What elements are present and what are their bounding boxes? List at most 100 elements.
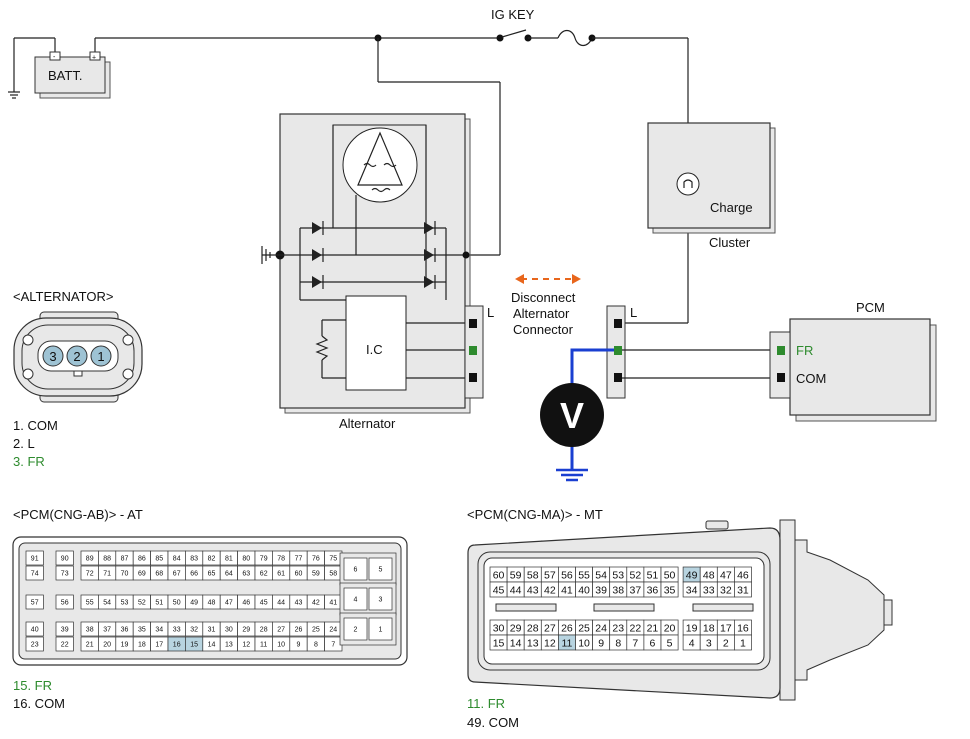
pcm-ma-pin-13-label: 13 (527, 637, 539, 649)
pcm-ab-pin-82: 82 (202, 550, 221, 566)
pcm-ab-pin-3-label: 3 (379, 597, 383, 604)
pcm-ma-pin-7-label: 7 (632, 637, 638, 649)
pcm-ab-pin-81-label: 81 (225, 556, 233, 563)
pcm-ma-pin-21-label: 21 (647, 622, 659, 634)
pcm-ab-pin-44: 44 (272, 594, 291, 610)
pcm-ma-pin-31-label: 31 (737, 584, 749, 596)
battery-plus: + (92, 55, 96, 62)
pcm-ab-pin-89: 89 (80, 550, 99, 566)
pcm-ab-pin-36-label: 36 (121, 627, 129, 634)
pcm-ab-pin-25-label: 25 (312, 627, 320, 634)
pcm-ab-pin-21-label: 21 (86, 642, 94, 649)
pcm-ab-pin-7: 7 (324, 636, 343, 652)
pcm-ab-pin-54-label: 54 (103, 600, 111, 607)
pcm-ma-pin-36-label: 36 (647, 584, 659, 596)
pcm-ma-pin-43: 43 (523, 581, 542, 598)
pcm-ma-pin-25-label: 25 (578, 622, 590, 634)
pcm-ab-pin-78-label: 78 (277, 556, 285, 563)
pcm-ab-pin-71: 71 (98, 565, 117, 581)
pcm-ab-pin-62: 62 (254, 565, 273, 581)
voltmeter: V (540, 348, 614, 482)
pcm-ab-pin-47-label: 47 (225, 600, 233, 607)
pcm-ma-pin-32: 32 (716, 581, 735, 598)
pcm-ab-pin-13: 13 (219, 636, 238, 652)
pcm-ab-pin-76: 76 (306, 550, 325, 566)
pcm-ma-pin-33-label: 33 (703, 584, 715, 596)
pcm-ab-pin-17-label: 17 (155, 642, 163, 649)
pcm-ab-pin-65-label: 65 (208, 571, 216, 578)
pcm-ma-pin-54-label: 54 (595, 569, 607, 581)
pcm-ab-pin-10-label: 10 (277, 642, 285, 649)
pcm-ma-pin-11: 11 (558, 634, 576, 651)
pcm-ab-pin-67: 67 (167, 565, 186, 581)
pcm-ab-pin-8-label: 8 (314, 642, 318, 649)
pcm-ab-pin-52: 52 (132, 594, 151, 610)
pcm-ab-pin-11-label: 11 (260, 642, 267, 649)
pcm-ma-pin-49-label: 49 (686, 569, 698, 581)
pcm-ab-pin-89-label: 89 (86, 556, 94, 563)
pcm-ab-pin-88-label: 88 (103, 556, 111, 563)
pcm-ab-pin-10: 10 (272, 636, 291, 652)
pcm-ab-pin-38: 38 (80, 621, 99, 637)
pcm-ab-pin-67-label: 67 (173, 571, 181, 578)
pcm-ab-pin-80-label: 80 (242, 556, 250, 563)
pcm-ab-pin-69-label: 69 (138, 571, 146, 578)
cluster-label: Cluster (709, 235, 751, 250)
pcm-ab-pin-49: 49 (185, 594, 204, 610)
pcm-ma-pin-35: 35 (660, 581, 679, 598)
pcm-ma-pin-13: 13 (523, 634, 542, 651)
pcm-ab-pin-44-label: 44 (277, 600, 285, 607)
pcm-ab-pin-46: 46 (237, 594, 256, 610)
pcm-ma-pin-18-label: 18 (703, 622, 715, 634)
pcm-ab-pin-41-label: 41 (329, 600, 337, 607)
pcm-ab-title: <PCM(CNG-AB)> - AT (13, 507, 143, 522)
pcm-ab-pin-45-label: 45 (260, 600, 268, 607)
pcm-ma-pin-1: 1 (734, 634, 752, 651)
battery-minus: - (53, 54, 56, 61)
pcm-ma-pin-56-label: 56 (561, 569, 573, 581)
pcm-ab-pin-85-label: 85 (155, 556, 163, 563)
pcm-ma-pin-11-label: 11 (561, 637, 572, 649)
pcm-ab-pin-2: 2 (343, 617, 368, 641)
pcm-ma-pin-47: 47 (716, 566, 735, 583)
pcm-ab-pin-66-label: 66 (190, 571, 198, 578)
pcm-ma-pin-57-label: 57 (544, 569, 556, 581)
alt-legend-2: 2. L (13, 436, 35, 451)
pcm-ma-pin-10-label: 10 (578, 637, 590, 649)
pcm-ma-pin-38-label: 38 (612, 584, 624, 596)
pcm-ab-pin-31: 31 (202, 621, 221, 637)
pcm-ab-pin-16-label: 16 (173, 642, 181, 649)
pcm-ab-pin-73-label: 73 (61, 571, 69, 578)
pcm-ab-pin-33: 33 (167, 621, 186, 637)
alternator-connector-face: 3 2 1 (13, 311, 143, 403)
pcm-ma-pin-33: 33 (699, 581, 718, 598)
pcm-ma-pin-23: 23 (609, 619, 628, 636)
pcm-ma-pin-25: 25 (575, 619, 593, 636)
pcm-ab-pin-30: 30 (219, 621, 238, 637)
pcm-ab-pin-25: 25 (306, 621, 325, 637)
battery-label: BATT. (48, 68, 82, 83)
pcm-ab-pin-43: 43 (289, 594, 308, 610)
disconnect-line-1: Disconnect (511, 290, 576, 305)
pcm-ab-pin-55: 55 (80, 594, 99, 610)
pcm-ma-pin-42-label: 42 (544, 584, 556, 596)
alt-legend-1: 1. COM (13, 418, 58, 433)
pcm-ab-pin-55-label: 55 (86, 600, 94, 607)
pcm-ma-pin-9-label: 9 (598, 637, 604, 649)
pcm-ma-pin-47-label: 47 (720, 569, 732, 581)
pcm-ma-pin-12: 12 (540, 634, 559, 651)
pcm-ab-pin-83-label: 83 (190, 556, 198, 563)
pcm-ab-pin-53: 53 (115, 594, 134, 610)
pcm-ma-pin-28: 28 (523, 619, 542, 636)
pcm-ab-pin-1: 1 (368, 617, 393, 641)
pcm-ma-pin-43-label: 43 (527, 584, 539, 596)
pcm-ab-pin-8: 8 (306, 636, 325, 652)
pcm-ma-pin-18: 18 (699, 619, 718, 636)
pcm-ma-pin-40-label: 40 (578, 584, 590, 596)
pcm-ab-pin-37-label: 37 (103, 627, 111, 634)
pcm-ab-pin-36: 36 (115, 621, 134, 637)
ic-label: I.C (366, 342, 383, 357)
